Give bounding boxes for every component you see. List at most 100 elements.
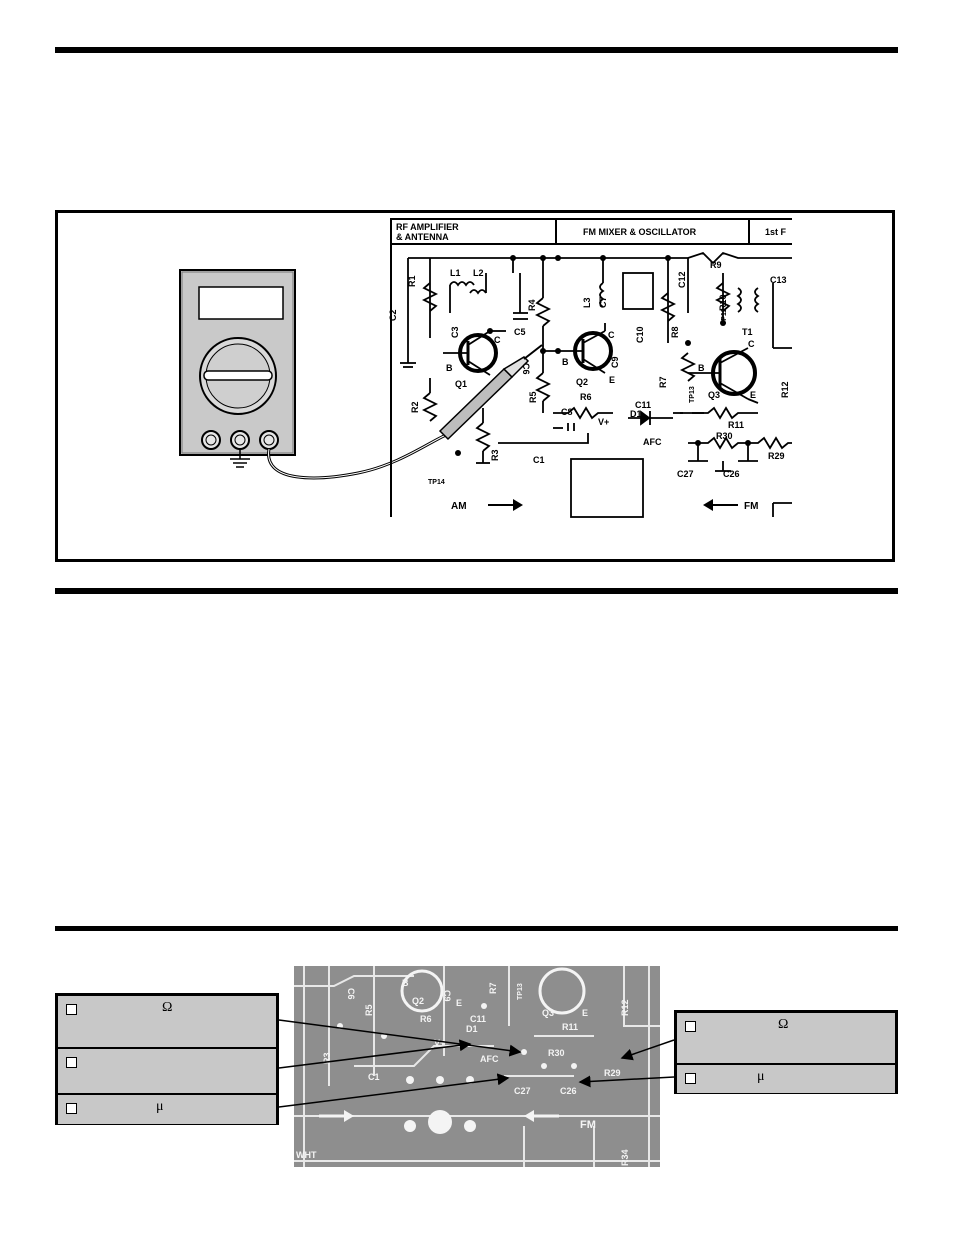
label-C26: C26 <box>723 469 740 479</box>
label-R9: R9 <box>710 260 722 270</box>
photo-label-R29: R29 <box>604 1068 621 1078</box>
label-AFC: AFC <box>643 437 662 447</box>
label-R4: R4 <box>527 299 537 311</box>
photo-label-D1: D1 <box>466 1024 478 1034</box>
lower-rule <box>55 926 898 931</box>
jack-com <box>230 430 250 450</box>
label-D1: D1 <box>630 409 642 419</box>
label-TP14: TP14 <box>428 479 445 486</box>
photo-label-V-plus: V+ <box>434 1038 445 1048</box>
jack-probe <box>259 430 279 450</box>
label-R10: R10 <box>718 294 728 311</box>
right-checkbox-panel: Ω μ <box>674 1010 898 1094</box>
photo-label-E3: E <box>582 1008 588 1018</box>
label-L3: L3 <box>582 297 592 308</box>
label-C13: C13 <box>770 275 787 285</box>
schematic-header-antenna: & ANTENNA <box>396 232 449 242</box>
photo-label-AFC: AFC <box>480 1054 499 1064</box>
checkbox[interactable] <box>66 1057 77 1068</box>
schematic-header-fm-mixer: FM MIXER & OSCILLATOR <box>583 227 697 237</box>
left-checkbox-row-2[interactable] <box>58 1047 276 1093</box>
label-C-q2: C <box>608 330 615 340</box>
multimeter <box>179 269 543 480</box>
label-B-q3: B <box>698 363 705 373</box>
label-R8: R8 <box>670 326 680 338</box>
photo-label-B: B <box>402 978 409 988</box>
photo-label-C11: C11 <box>470 1014 486 1024</box>
photo-label-R7: R7 <box>488 982 498 994</box>
photo-label-R5: R5 <box>364 1004 374 1016</box>
checkbox[interactable] <box>66 1103 77 1114</box>
checkbox[interactable] <box>66 1004 77 1015</box>
label-Q3: Q3 <box>708 390 720 400</box>
label-R6: R6 <box>580 392 592 402</box>
right-checkbox-row-1[interactable]: Ω <box>677 1013 895 1063</box>
label-C5: C5 <box>514 327 526 337</box>
label-C12: C12 <box>677 271 687 288</box>
label-R2: R2 <box>410 401 420 413</box>
label-C-q3: C <box>748 339 755 349</box>
label-R5: R5 <box>528 391 538 403</box>
photo-label-TP13: TP13 <box>517 983 524 1000</box>
circuit-schematic <box>390 218 792 518</box>
label-R30: R30 <box>716 431 733 441</box>
photo-label-Q3: Q3 <box>542 1008 554 1018</box>
photo-label-C27: C27 <box>514 1086 531 1096</box>
jack-1 <box>201 430 221 450</box>
photo-label-C9: C9 <box>442 990 452 1002</box>
checkbox[interactable] <box>685 1021 696 1032</box>
photo-label-WHT: WHT <box>296 1150 317 1160</box>
label-R7: R7 <box>658 376 668 388</box>
label-E-q2: E <box>609 375 615 385</box>
label-C6: C6 <box>521 363 531 375</box>
photo-label-R30: R30 <box>548 1048 565 1058</box>
label-TP12: TP12 <box>721 308 728 325</box>
label-E-q3: E <box>750 390 756 400</box>
schematic-header-rf: RF AMPLIFIER <box>396 222 459 232</box>
label-C10: C10 <box>635 326 645 343</box>
pcb-photo: C6 B Q2 C9 E R7 TP13 Q3 E R12 R5 R6 D1 C… <box>294 966 660 1167</box>
label-C11: C11 <box>635 400 651 410</box>
photo-label-C26: C26 <box>560 1086 577 1096</box>
label-C8: C8 <box>561 407 573 417</box>
label-L2: L2 <box>473 268 484 278</box>
label-T1: T1 <box>742 327 753 337</box>
photo-label-Q2: Q2 <box>412 996 424 1006</box>
label-R12: R12 <box>780 381 790 398</box>
label-C3: C3 <box>450 326 460 338</box>
photo-label-R34: R34 <box>620 1149 630 1166</box>
schematic-header-1st: 1st F <box>765 227 787 237</box>
photo-label-R12: R12 <box>620 999 630 1016</box>
left-checkbox-row-1[interactable]: Ω <box>58 996 276 1047</box>
label-R11: R11 <box>728 420 744 430</box>
label-R1: R1 <box>407 275 417 287</box>
label-V-plus: V+ <box>598 417 609 427</box>
label-C7: C7 <box>598 296 608 308</box>
left-checkbox-row-3[interactable]: μ <box>58 1093 276 1124</box>
photo-label-E: E <box>456 998 462 1008</box>
meter-schematic-figure: RF AMPLIFIER & ANTENNA FM MIXER & OSCILL… <box>55 210 895 562</box>
photo-label-C1: C1 <box>368 1072 380 1082</box>
photo-label-R3: R3 <box>322 1052 332 1064</box>
label-C27: C27 <box>677 469 694 479</box>
photo-label-R11: R11 <box>562 1022 578 1032</box>
meter-display <box>198 286 284 320</box>
label-B-q2: B <box>562 357 569 367</box>
left-checkbox-panel: Ω μ <box>55 993 279 1125</box>
photo-label-FM: FM <box>580 1119 596 1131</box>
photo-label-R6: R6 <box>420 1014 432 1024</box>
middle-rule <box>55 588 898 594</box>
ohm-symbol: Ω <box>162 1000 173 1015</box>
label-B-q1: B <box>446 363 453 373</box>
label-R3: R3 <box>490 449 500 461</box>
label-Q1: Q1 <box>455 379 467 389</box>
label-TP13: TP13 <box>689 386 696 403</box>
micro-symbol: μ <box>757 1069 765 1084</box>
label-AM: AM <box>451 501 467 512</box>
label-C1: C1 <box>533 455 545 465</box>
label-C2: C2 <box>388 309 398 321</box>
label-R29: R29 <box>768 451 785 461</box>
checkbox[interactable] <box>685 1073 696 1084</box>
right-checkbox-row-2[interactable]: μ <box>677 1063 895 1093</box>
photo-label-C6: C6 <box>346 988 356 1000</box>
